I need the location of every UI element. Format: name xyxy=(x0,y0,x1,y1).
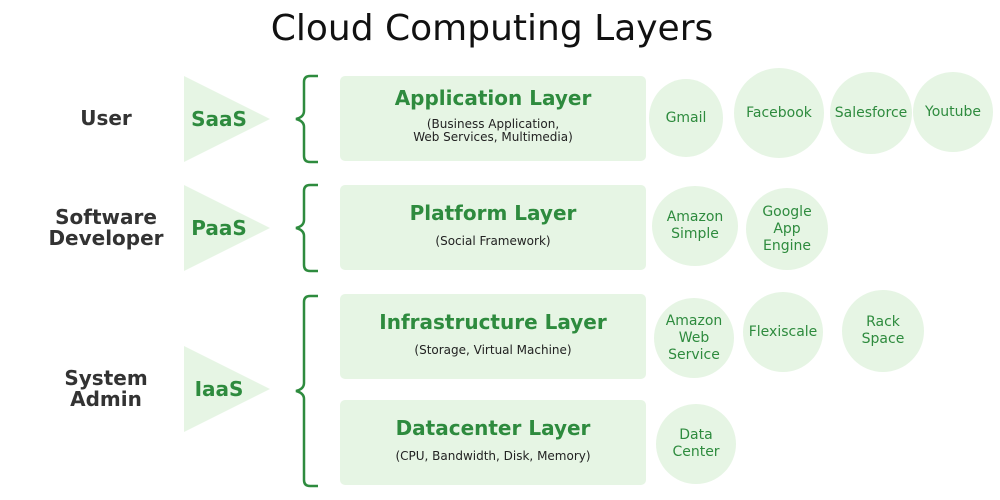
example-facebook-line-1: Facebook xyxy=(746,104,812,121)
role-software-developer-line-1: Software xyxy=(55,205,157,229)
example-rack-space: Rack Space xyxy=(842,290,924,372)
example-amazon-web-service-line-3: Service xyxy=(668,346,720,363)
datacenter-layer-desc-line-1: (CPU, Bandwidth, Disk, Memory) xyxy=(395,449,591,463)
platform-layer-box: Platform Layer (Social Framework) xyxy=(340,185,646,270)
infrastructure-layer-box: Infrastructure Layer (Storage, Virtual M… xyxy=(340,294,646,379)
example-facebook: Facebook xyxy=(734,68,824,158)
example-data-center-line-1: Data xyxy=(679,427,713,443)
example-flexiscale-line-1: Flexiscale xyxy=(748,323,818,340)
saas-brace xyxy=(295,74,318,164)
example-amazon-web-service-line-1: Amazon xyxy=(665,312,723,329)
diagram-title: Cloud Computing Layers xyxy=(270,8,714,49)
role-user-line-1: User xyxy=(80,106,132,130)
role-user: User xyxy=(46,108,166,129)
example-rack-space-line-2: Space xyxy=(861,331,905,347)
example-google-app-engine-line-1: Google xyxy=(762,203,812,220)
example-youtube: Youtube xyxy=(913,72,993,152)
platform-layer-name: Platform Layer xyxy=(409,201,577,225)
iaas-brace xyxy=(295,294,318,488)
example-data-center-line-2: Center xyxy=(672,444,720,460)
application-layer-desc-line-1: (Business Application, xyxy=(426,117,560,131)
example-amazon-web-service-line-2: Web xyxy=(678,329,710,346)
platform-layer-desc-line-1: (Social Framework) xyxy=(435,234,551,248)
role-system-admin: System Admin xyxy=(46,368,166,410)
example-flexiscale: Flexiscale xyxy=(743,292,823,372)
application-layer-box: Application Layer (Business Application,… xyxy=(340,76,646,161)
role-software-developer: Software Developer xyxy=(36,207,176,249)
example-rack-space-line-1: Rack xyxy=(866,314,900,330)
iaas-triangle: IaaS xyxy=(184,346,272,432)
example-data-center: Data Center xyxy=(656,404,736,484)
example-amazon-web-service: Amazon Web Service xyxy=(654,298,734,378)
application-layer-desc-line-2: Web Services, Multimedia) xyxy=(413,130,573,144)
example-google-app-engine: Google App Engine xyxy=(746,188,828,270)
example-amazon-simple: Amazon Simple xyxy=(652,186,738,266)
datacenter-layer-box: Datacenter Layer (CPU, Bandwidth, Disk, … xyxy=(340,400,646,485)
application-layer-name: Application Layer xyxy=(394,86,592,110)
example-gmail: Gmail xyxy=(649,79,723,157)
example-salesforce: Salesforce xyxy=(830,72,912,154)
example-gmail-line-1: Gmail xyxy=(665,109,707,126)
paas-brace xyxy=(295,183,318,273)
saas-label: SaaS xyxy=(191,107,247,131)
saas-triangle: SaaS xyxy=(184,76,272,162)
example-google-app-engine-line-2: App xyxy=(773,220,801,237)
infrastructure-layer-desc-line-1: (Storage, Virtual Machine) xyxy=(414,343,572,357)
role-software-developer-line-2: Developer xyxy=(48,226,164,250)
example-amazon-simple-line-2: Simple xyxy=(671,226,719,242)
infrastructure-layer-name: Infrastructure Layer xyxy=(379,310,607,334)
paas-label: PaaS xyxy=(191,216,247,240)
example-amazon-simple-line-1: Amazon xyxy=(666,209,724,225)
example-youtube-line-1: Youtube xyxy=(925,103,981,120)
iaas-label: IaaS xyxy=(194,377,244,401)
role-system-admin-line-2: Admin xyxy=(70,387,142,411)
paas-triangle: PaaS xyxy=(184,185,272,271)
datacenter-layer-name: Datacenter Layer xyxy=(395,416,591,440)
example-salesforce-line-1: Salesforce xyxy=(834,104,908,121)
role-system-admin-line-1: System xyxy=(64,366,148,390)
example-google-app-engine-line-3: Engine xyxy=(763,237,811,254)
